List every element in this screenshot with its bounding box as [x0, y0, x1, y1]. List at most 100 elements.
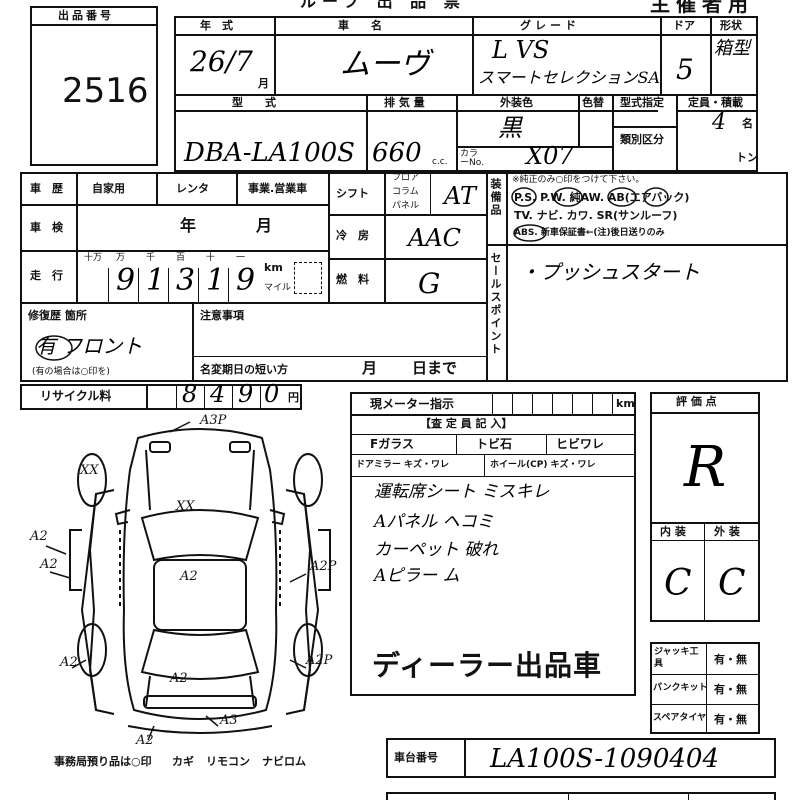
- recycle-unit: 円: [288, 391, 299, 404]
- shift-panel: パネル: [392, 201, 420, 211]
- bottom-partial-box: [386, 792, 776, 800]
- damage-mark: A2: [39, 557, 58, 572]
- color-change-label: 色替: [582, 96, 604, 109]
- color-no-label: カラーNo.: [460, 149, 484, 168]
- equipment-line-2: TV. ナビ. カワ. SR(サンルーフ): [514, 209, 678, 222]
- header-title-fragment: ルーフ 出 品 票: [300, 0, 466, 11]
- equipment-line-3: ABS. 新車保証書←(注)後日送りのみ: [514, 228, 665, 238]
- mileage-digit: 3: [176, 263, 196, 298]
- year-value: 26/7: [190, 45, 253, 78]
- lot-number-box: [30, 6, 158, 166]
- lot-number: 2516: [62, 71, 149, 111]
- spare-label: スペアタイヤ: [653, 713, 707, 723]
- repair-box: [20, 302, 488, 382]
- mileage-digit: 1: [206, 263, 226, 298]
- sales-point-value: ・プッシュスタート: [520, 260, 700, 284]
- navi-item: ナビロム: [262, 755, 306, 768]
- ton-unit: トン: [736, 151, 758, 164]
- class-label: 類別区分: [620, 133, 664, 146]
- chassis-box: [386, 738, 776, 778]
- history-business: 事業.営業車: [248, 182, 308, 195]
- aircon-value: AAC: [408, 224, 462, 252]
- mileage-digit: 9: [116, 263, 136, 298]
- equipment-note: ※純正のみ○印をつけて下さい。: [512, 175, 645, 185]
- color-no-value: X07: [526, 142, 574, 170]
- fglass-label: Fガラス: [370, 437, 414, 451]
- shift-label: シフト: [336, 187, 369, 200]
- damage-mark: A2: [169, 671, 188, 686]
- jack-label: ジャッキ工具: [654, 647, 699, 669]
- inspector-comment-3: カーペット 破れ: [374, 540, 499, 560]
- body-value: 箱型: [714, 38, 750, 59]
- meter-label: 現メーター指示: [370, 397, 455, 411]
- aircon-label: 冷 房: [336, 229, 369, 242]
- fuel-label: 燃 料: [336, 273, 369, 286]
- wheel-rr: [293, 623, 323, 677]
- car-outline: [122, 428, 278, 720]
- wheel-label: ホイール(CP) キズ・ワレ: [490, 460, 596, 470]
- mileage-unit-label: 千: [146, 253, 156, 263]
- mileage-digit: 9: [236, 263, 256, 298]
- mileage-label: 走 行: [30, 269, 63, 282]
- meter-unit: km: [616, 397, 635, 410]
- office-held-note: 事務局預り品は○印: [54, 755, 152, 768]
- shift-floor: フロア: [392, 173, 420, 183]
- model-info-box: [174, 94, 758, 172]
- recycle-digit: 0: [264, 380, 280, 408]
- exterior-score: C: [718, 563, 746, 604]
- chassis-label: 車台番号: [394, 751, 438, 764]
- body-label: 形状: [720, 19, 742, 32]
- dealer-stamp: ディーラー出品車: [372, 649, 603, 682]
- history-rental: レンタ: [176, 182, 209, 195]
- wheel-fl: [77, 453, 107, 507]
- name-label: 車 名: [338, 19, 382, 32]
- evaluation-box: [650, 392, 760, 622]
- recycle-digit: 8: [182, 380, 198, 408]
- windshield: [140, 509, 260, 562]
- wheel-rl: [77, 623, 107, 677]
- capacity-value: 4: [712, 110, 726, 135]
- left-side: [80, 489, 115, 715]
- history-label: 車 歴: [30, 182, 63, 195]
- shift-value: AT: [444, 182, 477, 210]
- roof: [153, 559, 247, 631]
- capacity-label: 定員・積載: [688, 96, 743, 109]
- spare-choice: 有・無: [714, 713, 747, 726]
- color-label: 外装色: [500, 96, 533, 109]
- equipment-label: 装備品: [489, 178, 502, 217]
- grade-label: グレード: [520, 19, 580, 32]
- displacement-unit: c.c.: [432, 157, 448, 167]
- mileage-unit-label: 百: [176, 253, 186, 263]
- inspector-box: [350, 392, 636, 696]
- inspection-month: 月: [256, 216, 273, 235]
- interior-score: C: [664, 563, 692, 604]
- shift-column: コラム: [392, 187, 419, 197]
- mileage-mile: マイル: [264, 283, 292, 293]
- model-label: 型 式: [232, 96, 276, 109]
- damage-mark: A3: [219, 713, 238, 728]
- sales-point-label: セールスポイント: [489, 252, 502, 356]
- puncture-choice: 有・無: [714, 683, 747, 696]
- repair-label: 修復歴 箇所: [28, 309, 87, 322]
- remote-item: リモコン: [206, 755, 250, 768]
- tobi-label: トビ石: [476, 437, 513, 451]
- doors-value: 5: [676, 53, 694, 86]
- crack-label: ヒビワレ: [556, 437, 605, 451]
- rear-window: [140, 628, 260, 680]
- year-label: 年 式: [200, 19, 233, 32]
- right-side: [285, 489, 320, 715]
- mileage-unit-label: 十万: [84, 253, 103, 263]
- recycle-digit: 4: [210, 380, 226, 408]
- car-name-value: ムーヴ: [340, 47, 430, 82]
- year-suffix: 月: [258, 77, 269, 90]
- evaluation-label: 評 価 点: [676, 395, 717, 408]
- lot-number-label: 出品番号: [58, 9, 114, 22]
- damage-mark: A3P: [199, 413, 227, 428]
- damage-mark: A2P: [305, 653, 333, 668]
- damage-mark: XX: [79, 463, 99, 478]
- mileage-digit: 1: [146, 263, 166, 298]
- grade-value-1: L VS: [492, 36, 550, 64]
- inspector-comment-2: Aパネル ヘコミ: [374, 512, 494, 532]
- notes-short-label: 名変期日の短い方: [200, 363, 288, 376]
